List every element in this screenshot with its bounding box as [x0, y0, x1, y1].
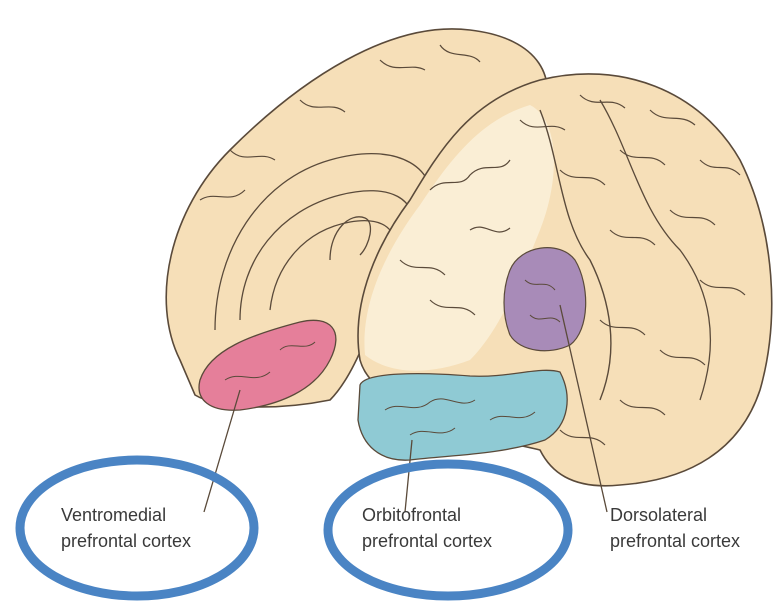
orbitofrontal-label-line2: prefrontal cortex	[362, 528, 492, 554]
ventromedial-label-line1: Ventromedial	[61, 502, 191, 528]
orbitofrontal-label: Orbitofrontal prefrontal cortex	[362, 502, 492, 554]
dorsolateral-label: Dorsolateral prefrontal cortex	[610, 502, 740, 554]
ventromedial-label-line2: prefrontal cortex	[61, 528, 191, 554]
ventromedial-label: Ventromedial prefrontal cortex	[61, 502, 191, 554]
dorsolateral-label-line1: Dorsolateral	[610, 502, 740, 528]
dorsolateral-label-line2: prefrontal cortex	[610, 528, 740, 554]
dorsolateral-region	[504, 248, 586, 351]
orbitofrontal-label-line1: Orbitofrontal	[362, 502, 492, 528]
